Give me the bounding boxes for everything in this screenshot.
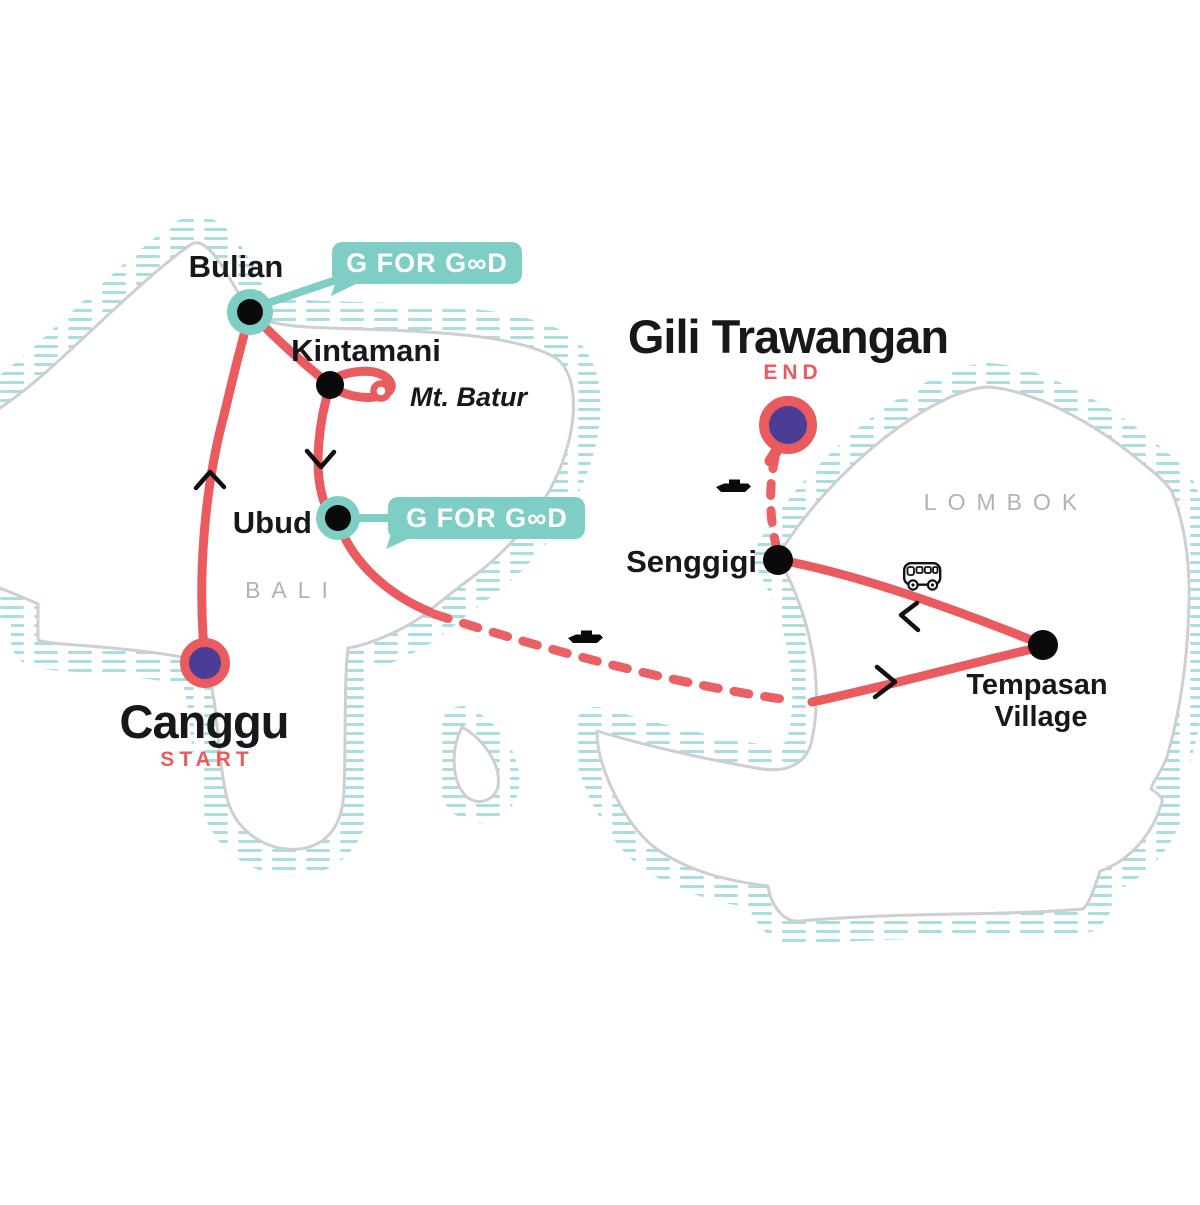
boat-icon — [568, 630, 603, 643]
start-tag: START — [160, 748, 253, 771]
mtbatur-summit-ring — [370, 380, 392, 402]
badge-g-for-good-bulian: G FOR G∞D — [249, 242, 522, 312]
stop-label-canggu: Canggu — [120, 695, 289, 748]
route-canggu-bulian — [197, 309, 255, 665]
arrow-left-icon — [898, 600, 921, 633]
canggu-start-marker — [180, 638, 230, 688]
islet-landmass — [454, 727, 499, 802]
stop-label-kintamani: Kintamani — [291, 333, 441, 368]
badge-pill — [388, 497, 585, 539]
route-coast-tempasan — [807, 642, 1046, 707]
arrow-down-icon — [304, 448, 337, 470]
badge-pill — [332, 242, 522, 284]
stop-label-tempasan-village: Tempasan Village — [966, 669, 1115, 733]
islet-coastline — [452, 725, 500, 803]
stop-markers — [180, 289, 1058, 688]
gili-end-marker — [759, 396, 817, 454]
island-lombok — [573, 363, 1200, 945]
islet-teardrop — [433, 706, 520, 823]
stop-label-gili-trawangan: Gili Trawangan — [628, 310, 948, 363]
lombok-coastline — [595, 385, 1191, 923]
bulian-marker-dot — [237, 299, 263, 325]
kintamani-marker-dot — [316, 371, 344, 399]
stop-label-bulian: Bulian — [189, 249, 284, 284]
arrow-up-icon — [193, 469, 227, 491]
tempasan-marker-dot — [1028, 630, 1058, 660]
senggigi-marker-dot — [763, 545, 793, 575]
boat-icon — [716, 479, 751, 492]
badge-label: G FOR G∞D — [406, 503, 568, 533]
badge-label: G FOR G∞D — [346, 248, 508, 278]
route-ferry-bali-lombok — [429, 609, 794, 705]
region-label-lombok: LOMBOK — [924, 489, 1088, 515]
route-tempasan-senggigi — [775, 555, 1046, 649]
stop-label-ubud: Ubud — [233, 505, 312, 540]
bali-landmass — [0, 242, 574, 850]
bus-icon — [903, 562, 942, 591]
route-direction-arrows — [193, 448, 921, 700]
badge-g-for-good-ubud: G FOR G∞D — [336, 497, 585, 549]
end-tag: END — [763, 361, 822, 384]
route-ferry-senggigi-gili — [766, 453, 782, 554]
ubud-marker-dot — [325, 505, 351, 531]
route-kintamani-mtbatur-loop — [328, 366, 396, 402]
region-label-bali: BALI — [245, 577, 339, 603]
arrow-right-icon — [872, 664, 898, 700]
stop-label-senggigi: Senggigi — [626, 544, 757, 579]
stop-label-mtbatur: Mt. Batur — [410, 382, 528, 412]
lombok-landmass — [597, 387, 1190, 922]
